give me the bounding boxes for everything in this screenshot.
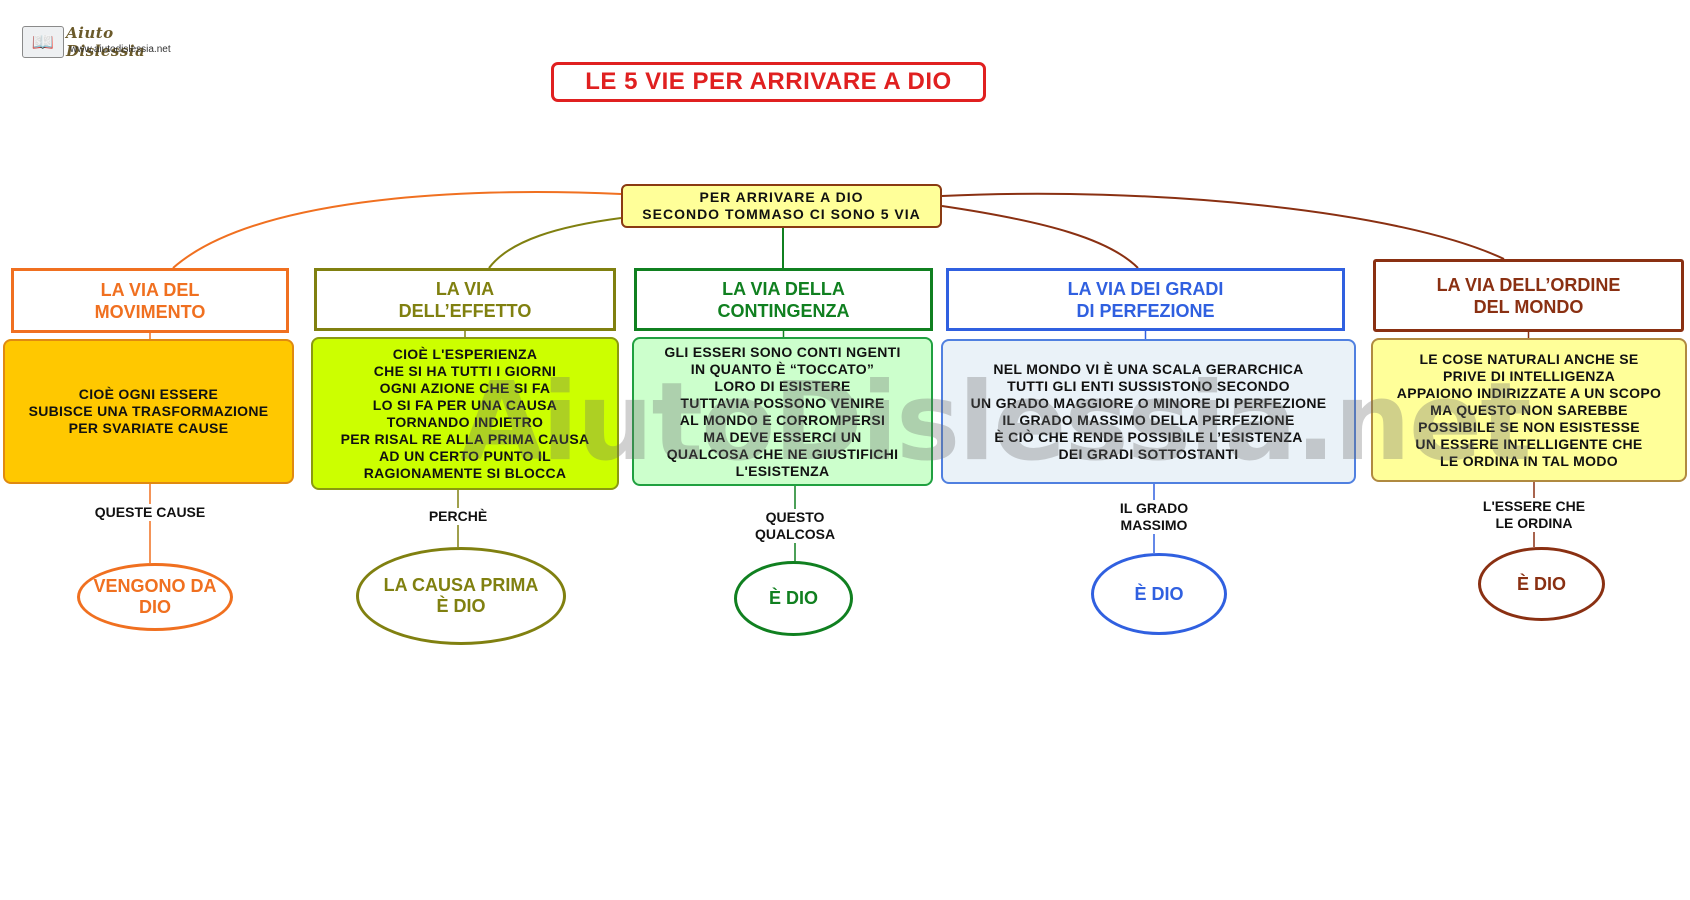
root-to-way-1-curve [172,191,622,269]
way-link-label-2: PERCHÈ [424,508,492,525]
way-header-1: LA VIA DEL MOVIMENTO [11,268,289,333]
way-header-5: LA VIA DELL’ORDINE DEL MONDO [1373,259,1684,332]
way-description-4: NEL MONDO VI È UNA SCALA GERARCHICA TUTT… [941,339,1356,484]
book-magnifier-icon: 📖 [22,26,64,58]
way-link-label-5: L'ESSERE CHE LE ORDINA [1478,498,1590,532]
root-to-way-2-curve [488,217,622,269]
way-conclusion-5: È DIO [1478,547,1605,621]
way-description-5: LE COSE NATURALI ANCHE SE PRIVE DI INTEL… [1371,338,1687,482]
logo-url: www.aiutodislessia.net [70,44,171,55]
way-description-1: CIOÈ OGNI ESSERE SUBISCE UNA TRASFORMAZI… [3,339,294,484]
root-to-way-5-curve [941,192,1505,260]
way-description-2: CIOÈ L'ESPERIENZA CHE SI HA TUTTI I GIOR… [311,337,619,490]
way-link-label-1: QUESTE CAUSE [90,504,210,521]
way-link-label-3: QUESTO QUALCOSA [750,509,840,543]
map-title: LE 5 VIE PER ARRIVARE A DIO [551,62,986,102]
way-link-label-4: IL GRADO MASSIMO [1115,500,1193,534]
way-description-3: GLI ESSERI SONO CONTI NGENTI IN QUANTO È… [632,337,933,486]
way-conclusion-1: VENGONO DA DIO [77,563,233,631]
way-conclusion-4: È DIO [1091,553,1227,635]
way-header-3: LA VIA DELLA CONTINGENZA [634,268,933,331]
way-header-4: LA VIA DEI GRADI DI PERFEZIONE [946,268,1345,331]
root-node: PER ARRIVARE A DIO SECONDO TOMMASO CI SO… [621,184,942,228]
logo: 📖 Aiuto Dislessia www.aiutodislessia.net [20,22,180,62]
way-conclusion-3: È DIO [734,561,853,636]
way-conclusion-2: LA CAUSA PRIMA È DIO [356,547,566,645]
root-to-way-4-curve [941,205,1139,269]
logo-brand: Aiuto Dislessia [66,24,146,60]
way-header-2: LA VIA DELL’EFFETTO [314,268,616,331]
